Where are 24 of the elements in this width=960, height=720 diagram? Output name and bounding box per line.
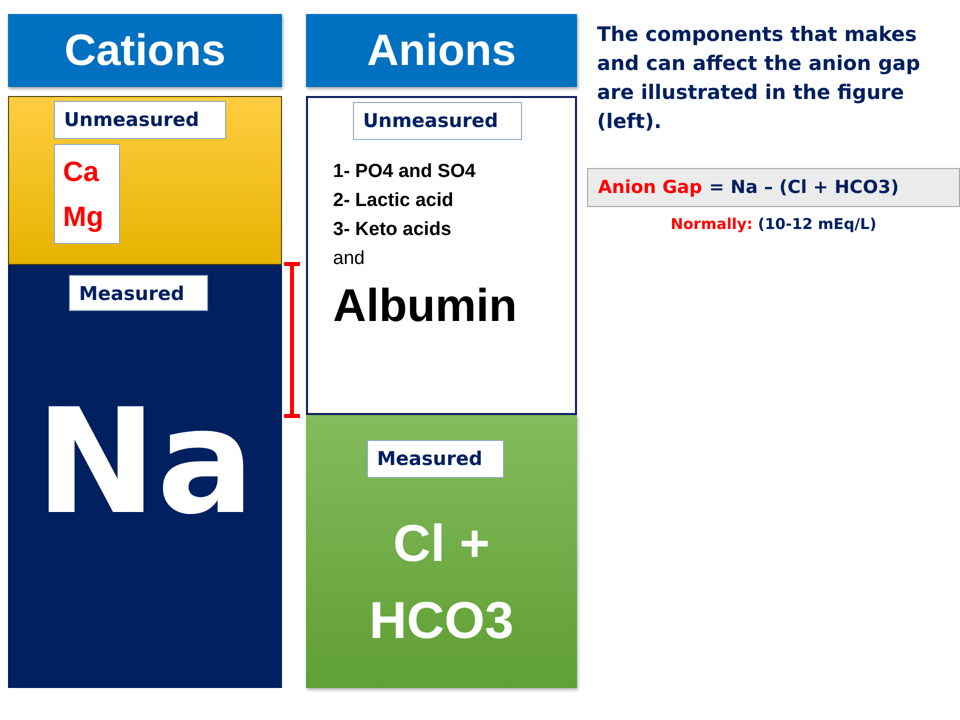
list-item: 1- PO4 and SO4: [333, 160, 476, 184]
ion-symbol: Na: [35, 393, 255, 533]
normal-range-label: Normally:: [670, 215, 753, 233]
ion-symbol: Cl + HCO3: [368, 514, 515, 652]
unmeasured-cations-panel: [8, 96, 282, 265]
column-header: Anions: [306, 14, 577, 87]
formula-expression: = Na – (Cl + HCO3): [709, 177, 899, 198]
category-tag: Unmeasured: [54, 101, 226, 139]
formula-term: Anion Gap: [598, 177, 702, 198]
measured-cations-panel: [8, 265, 282, 688]
description-text: The components that makes and can affect the anion gap are illustrated in the figure (left).: [597, 21, 922, 135]
column-header: Cations: [8, 14, 282, 87]
category-tag: Unmeasured: [353, 102, 522, 140]
conjunction-text: and: [333, 247, 365, 271]
normal-range-value: (10-12 mEq/L): [758, 215, 876, 233]
unmeasured-anions-panel: [306, 96, 577, 415]
ion-name: Albumin: [333, 279, 517, 331]
list-item: 3- Keto acids: [333, 218, 452, 242]
ion-tag: Ca Mg: [54, 144, 120, 244]
category-tag: Measured: [69, 275, 208, 311]
measured-anions-panel: [306, 415, 577, 688]
formula-box: [587, 168, 960, 207]
list-item: 2- Lactic acid: [333, 189, 454, 213]
category-tag: Measured: [367, 440, 504, 478]
